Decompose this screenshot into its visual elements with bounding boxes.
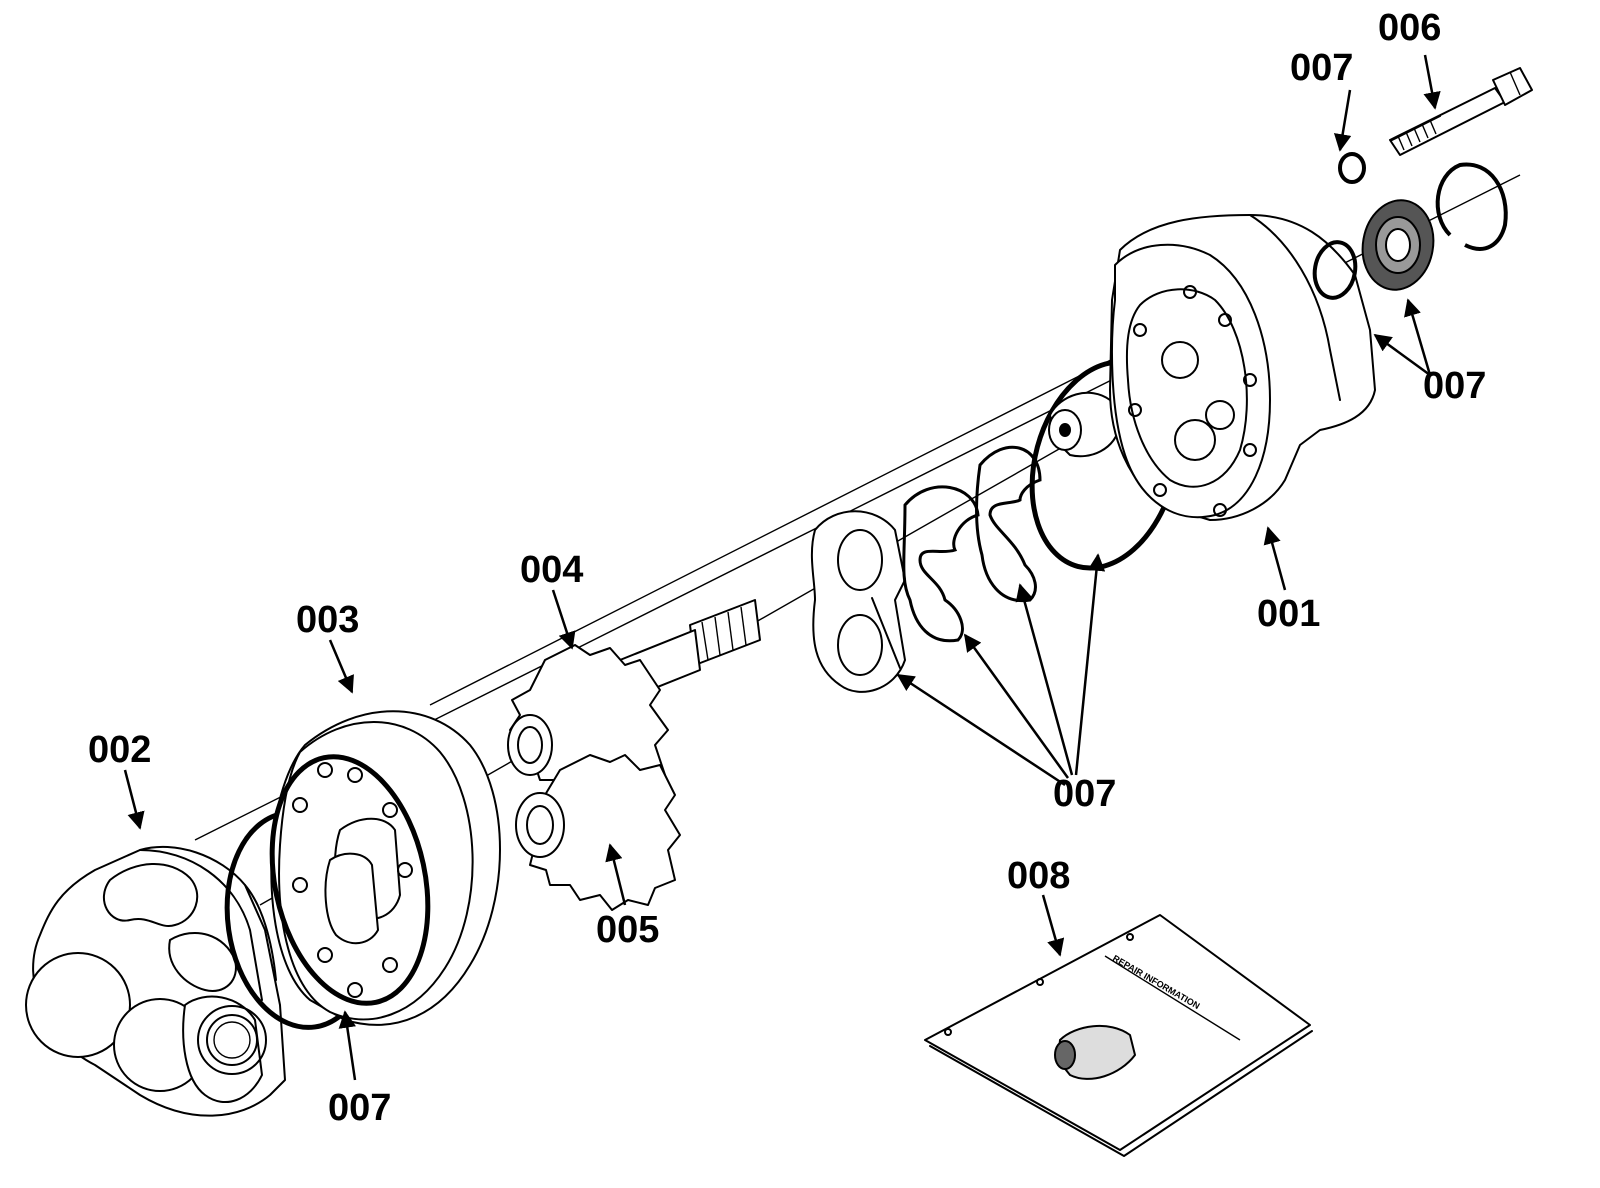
front-cover-001 [1109,214,1376,521]
wear-plate [810,510,906,693]
leader-arrows [123,54,1441,1081]
label-002: 002 [88,729,151,771]
label-008: 008 [1007,855,1070,897]
label-006: 006 [1378,7,1441,49]
label-007-center: 007 [1053,773,1116,815]
front-seal-set [1312,152,1508,300]
label-007-right: 007 [1423,365,1486,407]
label-001: 001 [1257,593,1320,635]
bolt-006 [1389,67,1533,156]
label-007-top: 007 [1290,47,1353,89]
rear-cover-002 [25,846,286,1117]
driven-gear-005 [515,754,681,911]
label-007-bottom: 007 [328,1087,391,1129]
label-003: 003 [296,599,359,641]
label-005: 005 [596,909,659,951]
repair-booklet-008: REPAIR INFORMATION [924,914,1313,1157]
bushing [1048,391,1121,458]
label-004: 004 [520,549,583,591]
gear-housing-003 [269,710,501,1026]
